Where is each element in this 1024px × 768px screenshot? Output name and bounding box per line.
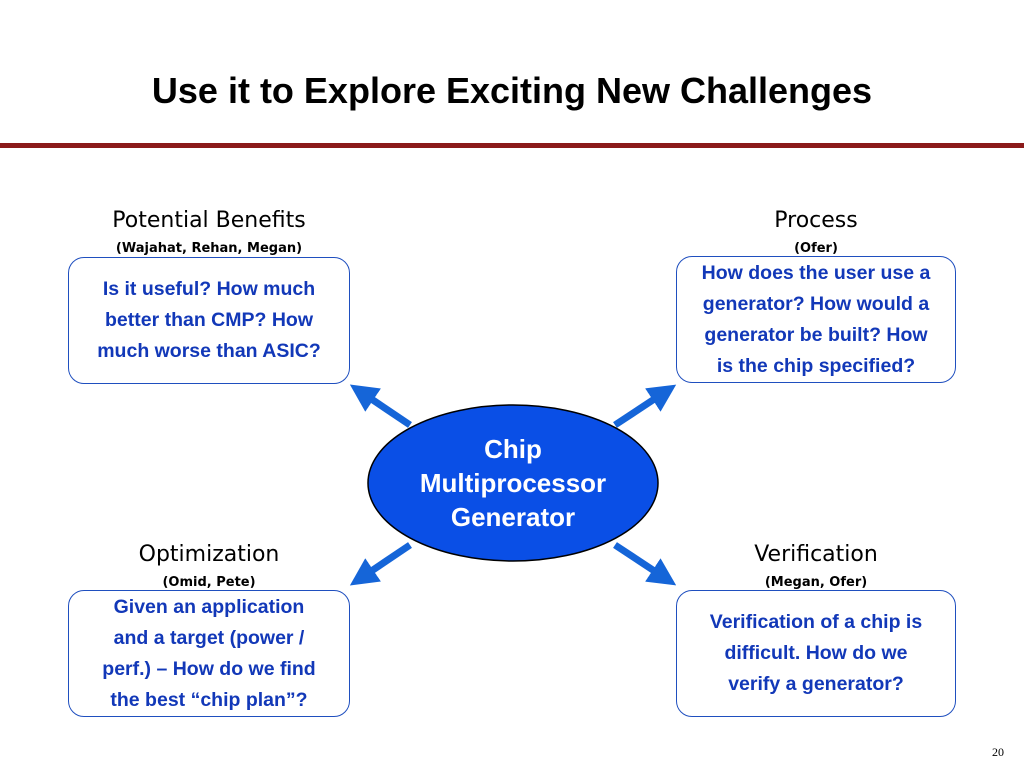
verification-heading: Verification: [754, 542, 878, 567]
benefits-people: (Wajahat, Rehan, Megan): [115, 241, 303, 256]
verification-line: difficult. How do we: [724, 642, 908, 664]
verification-line: verify a generator?: [728, 673, 904, 695]
process-line: How does the user use a: [701, 261, 931, 284]
benefits-line: much worse than ASIC?: [97, 340, 321, 362]
verification-box: Verification of a chip is difficult. How…: [676, 590, 956, 717]
process-line: generator? How would a: [702, 292, 930, 315]
benefits-line: Is it useful? How much: [102, 278, 316, 300]
benefits-box: Is it useful? How much better than CMP? …: [68, 257, 350, 384]
benefits-line: better than CMP? How: [105, 309, 313, 331]
process-heading: Process: [774, 208, 858, 233]
process-line: generator be built? How: [704, 323, 928, 346]
arrow-to-benefits: [349, 384, 412, 428]
optimization-line: and a target (power /: [113, 626, 305, 649]
process-line: is the chip specified?: [716, 354, 916, 377]
slide-title: Use it to Explore Exciting New Challenge…: [151, 70, 873, 111]
page-number: 20: [992, 745, 1004, 759]
arrow-to-optimization: [349, 542, 412, 586]
optimization-line: the best “chip plan”?: [110, 688, 308, 711]
optimization-line: perf.) – How do we find: [102, 657, 316, 680]
arrow-to-verification: [613, 542, 677, 586]
hub-ellipse: [367, 404, 659, 562]
optimization-heading: Optimization: [138, 542, 280, 567]
arrow-to-process: [613, 384, 677, 428]
optimization-people: (Omid, Pete): [162, 575, 256, 590]
title-divider: [0, 143, 1024, 148]
process-box: How does the user use a generator? How w…: [676, 256, 956, 383]
verification-line: Verification of a chip is: [709, 611, 923, 633]
process-people: (Ofer): [794, 241, 838, 256]
hub-line: Multiprocessor: [419, 468, 607, 498]
optimization-box: Given an application and a target (power…: [68, 590, 350, 717]
optimization-line: Given an application: [113, 595, 305, 618]
verification-people: (Megan, Ofer): [764, 575, 868, 590]
hub-label: Chip Multiprocessor Generator: [368, 405, 658, 561]
benefits-heading: Potential Benefits: [112, 208, 306, 233]
hub-line: Chip: [484, 434, 542, 464]
hub-line: Generator: [450, 502, 576, 532]
